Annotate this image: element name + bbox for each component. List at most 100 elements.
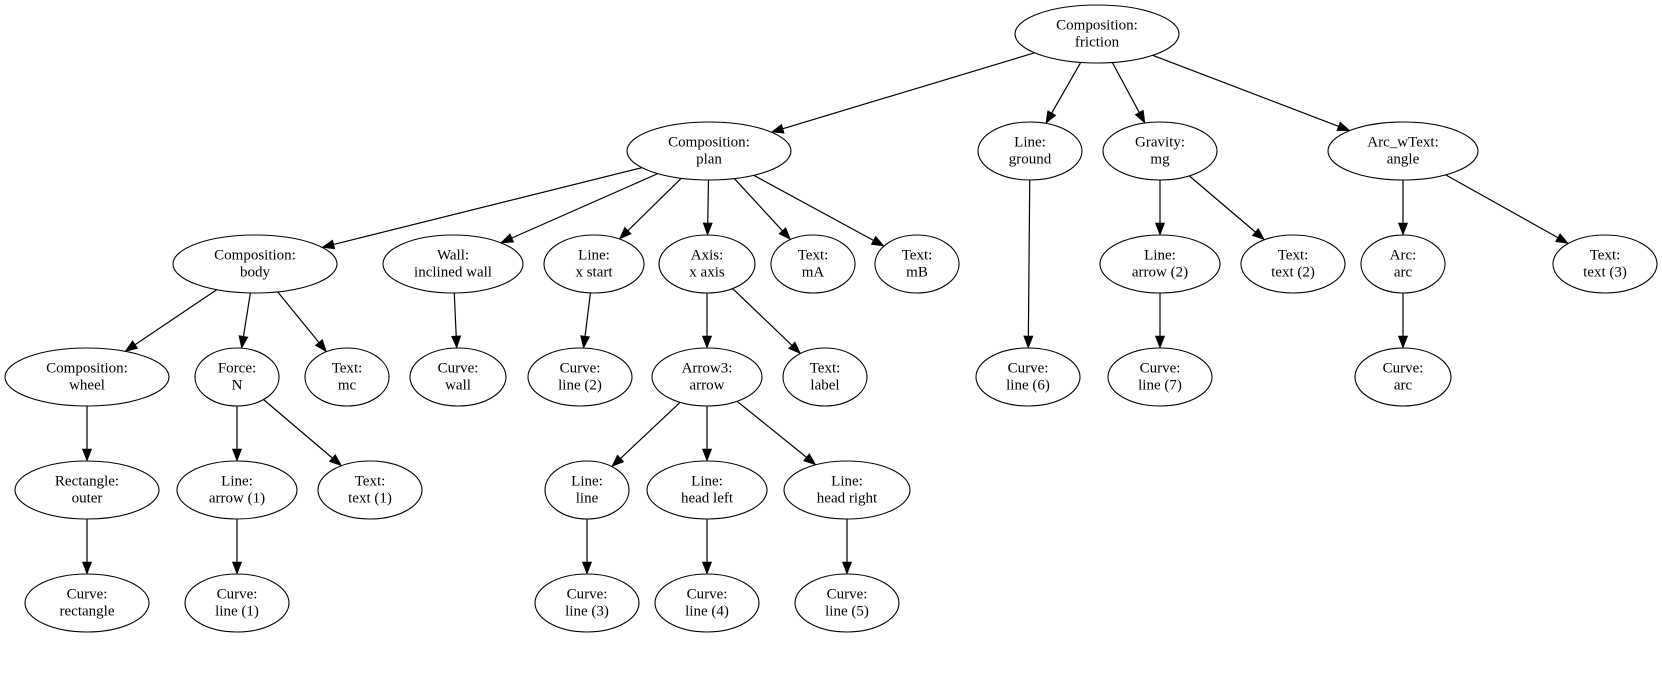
node-ellipse[interactable] [794, 573, 900, 633]
node-label-type: Curve: [687, 586, 728, 602]
edge-arrowhead-icon [238, 335, 249, 349]
graph-node-arrow2[interactable]: Line:arrow (2) [1099, 234, 1221, 294]
edge-line [584, 292, 592, 337]
node-label-name: friction [1075, 34, 1120, 50]
edge-arrowhead-icon [314, 339, 327, 353]
node-label-type: Line: [571, 473, 603, 489]
graph-node-mc[interactable]: Text:mc [304, 347, 390, 407]
node-ellipse[interactable] [543, 234, 645, 294]
node-ellipse[interactable] [409, 347, 507, 407]
node-ellipse[interactable] [527, 347, 633, 407]
edge-arrowhead-icon [778, 227, 792, 241]
graph-node-arrow3[interactable]: Arrow3:arrow [651, 347, 763, 407]
graph-node-text2[interactable]: Text:text (2) [1240, 234, 1346, 294]
node-ellipse[interactable] [304, 347, 390, 407]
graph-node-inclinedwall[interactable]: Wall:inclined wall [382, 234, 524, 294]
node-ellipse[interactable] [975, 347, 1081, 407]
node-ellipse[interactable] [1107, 347, 1213, 407]
node-ellipse[interactable] [544, 460, 630, 520]
graph-node-plan[interactable]: Composition:plan [626, 121, 792, 181]
node-label-type: Curve: [567, 586, 608, 602]
node-label-type: Curve: [827, 586, 868, 602]
node-ellipse[interactable] [626, 121, 792, 181]
edge-arrowhead-icon [870, 235, 885, 247]
graph-node-gravity[interactable]: Gravity:mg [1102, 121, 1218, 181]
node-ellipse[interactable] [1552, 234, 1658, 294]
edge-arrowhead-icon [1555, 233, 1570, 244]
node-label-name: rectangle [60, 603, 115, 619]
node-ellipse[interactable] [658, 234, 756, 294]
graph-node-mA[interactable]: Text:mA [770, 234, 856, 294]
node-label-name: text (1) [348, 490, 392, 506]
graph-node-text1[interactable]: Text:text (1) [317, 460, 423, 520]
node-label-type: Line: [221, 473, 253, 489]
node-ellipse[interactable] [4, 347, 170, 407]
node-label-name: outer [72, 490, 103, 506]
graph-node-label[interactable]: Text:label [782, 347, 868, 407]
node-ellipse[interactable] [14, 460, 160, 520]
node-ellipse[interactable] [654, 573, 760, 633]
graph-node-outer[interactable]: Rectangle:outer [14, 460, 160, 520]
node-label-type: Curve: [560, 360, 601, 376]
node-ellipse[interactable] [646, 460, 768, 520]
graph-node-xstart[interactable]: Line:x start [543, 234, 645, 294]
node-ellipse[interactable] [1102, 121, 1218, 181]
graph-node-forceN[interactable]: Force:N [194, 347, 280, 407]
node-ellipse[interactable] [651, 347, 763, 407]
graph-node-line4[interactable]: Curve:line (4) [654, 573, 760, 633]
node-ellipse[interactable] [24, 573, 150, 633]
node-ellipse[interactable] [1240, 234, 1346, 294]
graph-node-line1[interactable]: Curve:line (1) [184, 573, 290, 633]
graph-node-arc[interactable]: Arc:arc [1360, 234, 1446, 294]
graph-node-arrow1[interactable]: Line:arrow (1) [176, 460, 298, 520]
graph-node-line3[interactable]: Curve:line (3) [534, 573, 640, 633]
graph-node-line7[interactable]: Curve:line (7) [1107, 347, 1213, 407]
node-ellipse[interactable] [1360, 234, 1446, 294]
graph-node-xaxis[interactable]: Axis:x axis [658, 234, 756, 294]
node-label-type: Line: [831, 473, 863, 489]
node-ellipse[interactable] [194, 347, 280, 407]
edge-line [627, 177, 682, 232]
node-label-name: text (2) [1271, 264, 1315, 280]
graph-node-curverect[interactable]: Curve:rectangle [24, 573, 150, 633]
node-layer: Composition:frictionComposition:planLine… [4, 4, 1658, 633]
edge-line [333, 167, 643, 245]
graph-node-text3[interactable]: Text:text (3) [1552, 234, 1658, 294]
edge-line [736, 400, 807, 458]
node-ellipse[interactable] [534, 573, 640, 633]
edge-line [1027, 179, 1031, 337]
graph-node-wheel[interactable]: Composition:wheel [4, 347, 170, 407]
node-ellipse[interactable] [184, 573, 290, 633]
node-ellipse[interactable] [382, 234, 524, 294]
edge-arrowhead-icon [1154, 335, 1166, 349]
node-ellipse[interactable] [782, 347, 868, 407]
edge-line [707, 179, 710, 224]
node-ellipse[interactable] [874, 234, 960, 294]
edge-line [453, 292, 457, 337]
node-label-type: Text: [332, 360, 363, 376]
graph-node-curvearc[interactable]: Curve:arc [1354, 347, 1452, 407]
node-ellipse[interactable] [1099, 234, 1221, 294]
node-ellipse[interactable] [176, 460, 298, 520]
graph-node-line2[interactable]: Curve:line (2) [527, 347, 633, 407]
node-ellipse[interactable] [1354, 347, 1452, 407]
graph-node-line5[interactable]: Curve:line (5) [794, 573, 900, 633]
graph-node-angle[interactable]: Arc_wText:angle [1327, 121, 1479, 181]
node-ellipse[interactable] [1014, 4, 1180, 64]
node-ellipse[interactable] [770, 234, 856, 294]
graph-node-line6[interactable]: Curve:line (6) [975, 347, 1081, 407]
graph-node-body[interactable]: Composition:body [172, 234, 338, 294]
graph-node-headright[interactable]: Line:head right [783, 460, 911, 520]
graph-node-friction[interactable]: Composition:friction [1014, 4, 1180, 64]
graph-node-wall[interactable]: Curve:wall [409, 347, 507, 407]
node-ellipse[interactable] [783, 460, 911, 520]
node-ellipse[interactable] [317, 460, 423, 520]
graph-node-headleft[interactable]: Line:head left [646, 460, 768, 520]
node-ellipse[interactable] [977, 121, 1083, 181]
graph-node-ground[interactable]: Line:ground [977, 121, 1083, 181]
node-label-type: Curve: [1140, 360, 1181, 376]
graph-node-mB[interactable]: Text:mB [874, 234, 960, 294]
graph-node-lineline[interactable]: Line:line [544, 460, 630, 520]
node-ellipse[interactable] [172, 234, 338, 294]
node-ellipse[interactable] [1327, 121, 1479, 181]
